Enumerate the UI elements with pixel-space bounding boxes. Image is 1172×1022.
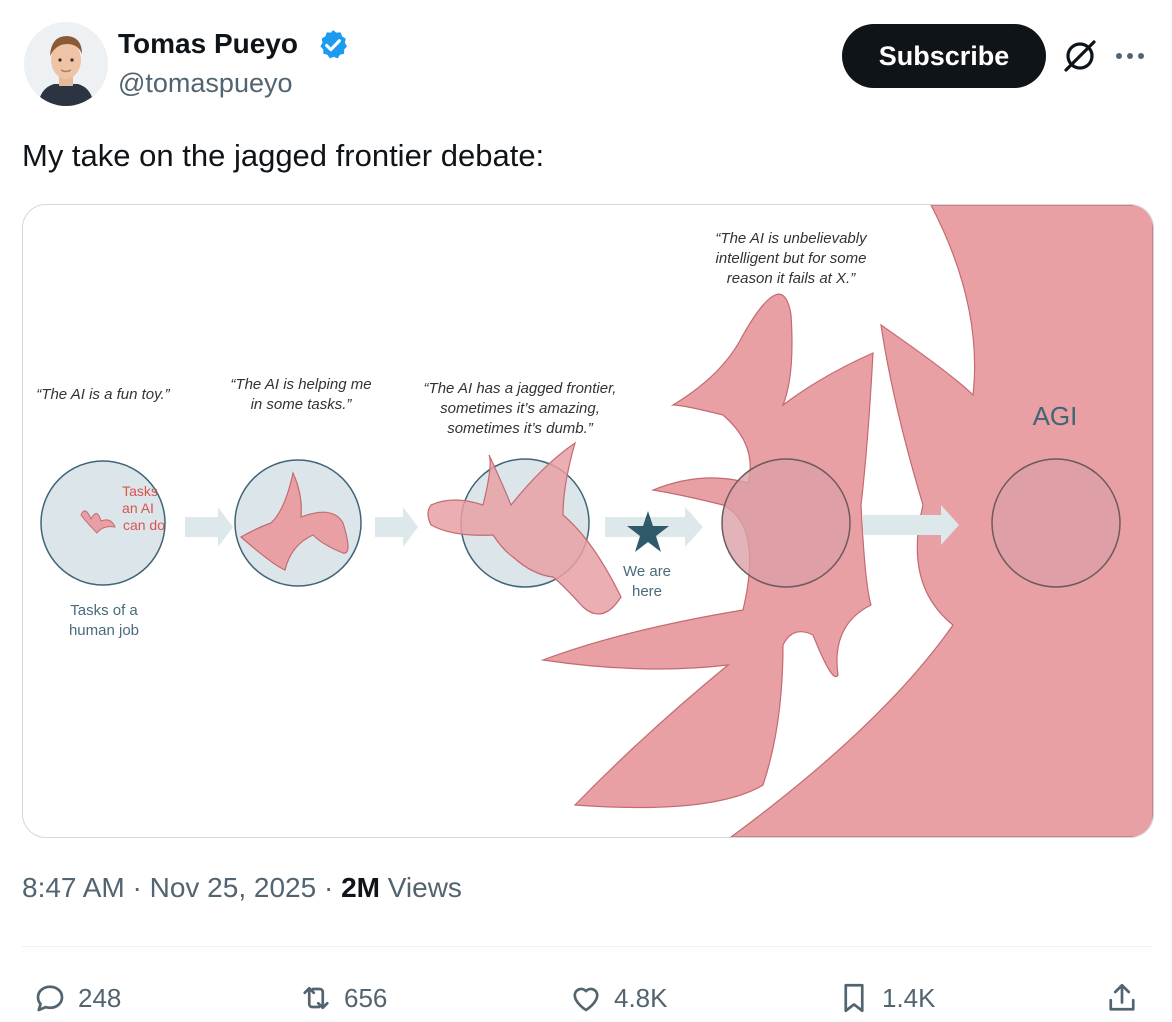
reply-button[interactable]: 248 [32,976,121,1020]
reply-icon [36,985,64,1012]
subscribe-button[interactable]: Subscribe [842,24,1046,88]
we-are-here-line2: here [632,583,662,600]
share-icon [1109,983,1135,1011]
tasks-job-line2: human job [69,622,139,639]
views-label: Views [379,872,462,903]
quote-4-line2: intelligent but for some [716,250,867,267]
stage4-blob [540,293,874,809]
tasks-ai-line3: can do [123,517,165,533]
quote-1: “The AI is a fun toy.” [36,386,170,403]
jagged-frontier-figure: “The AI is a fun toy.” “The AI is helpin… [36,205,1153,837]
we-are-here-star [627,511,669,552]
progress-arrows [185,505,959,547]
share-button[interactable] [1104,976,1140,1020]
quote-3-line2: sometimes it’s amazing, [440,400,600,417]
tweet-text: My take on the jagged frontier debate: [22,138,545,173]
divider [22,946,1152,947]
like-button[interactable]: 4.8K [568,976,668,1020]
we-are-here-line1: We are [623,563,671,580]
quote-2-line1: “The AI is helping me [230,376,371,393]
more-icon[interactable] [1110,36,1150,76]
quote-4-line3: reason it fails at X.” [727,270,856,287]
quote-4-line1: “The AI is unbelievably [715,230,868,247]
tasks-ai-line1: Tasks [122,483,158,499]
repost-icon [303,986,329,1010]
avatar[interactable] [24,22,108,106]
grok-icon[interactable] [1060,36,1100,76]
repost-count: 656 [344,982,388,1013]
bookmark-icon [844,983,864,1013]
heart-icon [573,987,599,1012]
tasks-ai-line2: an AI [122,500,154,516]
reply-count: 248 [78,982,122,1013]
bookmark-count: 1.4K [882,982,936,1013]
author-name[interactable]: Tomas Pueyo [118,28,298,59]
repost-button[interactable]: 656 [298,976,387,1020]
tweet-image[interactable]: “The AI is a fun toy.” “The AI is helpin… [22,204,1154,838]
timestamp[interactable]: 8:47 AM · Nov 25, 2025 · [22,872,342,903]
tasks-job-line1: Tasks of a [70,602,138,619]
agi-label: AGI [1033,401,1078,431]
quote-3-line1: “The AI has a jagged frontier, [424,380,617,397]
quote-3-line3: sometimes it’s dumb.” [447,420,594,437]
like-count: 4.8K [614,982,668,1013]
tweet-meta: 8:47 AM · Nov 25, 2025 · 2M Views [22,872,462,904]
verified-badge-icon [320,30,348,59]
avatar-image [24,22,108,106]
bookmark-button[interactable]: 1.4K [836,976,936,1020]
author-handle[interactable]: @tomaspueyo [118,68,293,98]
quote-2-line2: in some tasks.” [251,396,353,413]
views-count: 2M [341,872,380,903]
